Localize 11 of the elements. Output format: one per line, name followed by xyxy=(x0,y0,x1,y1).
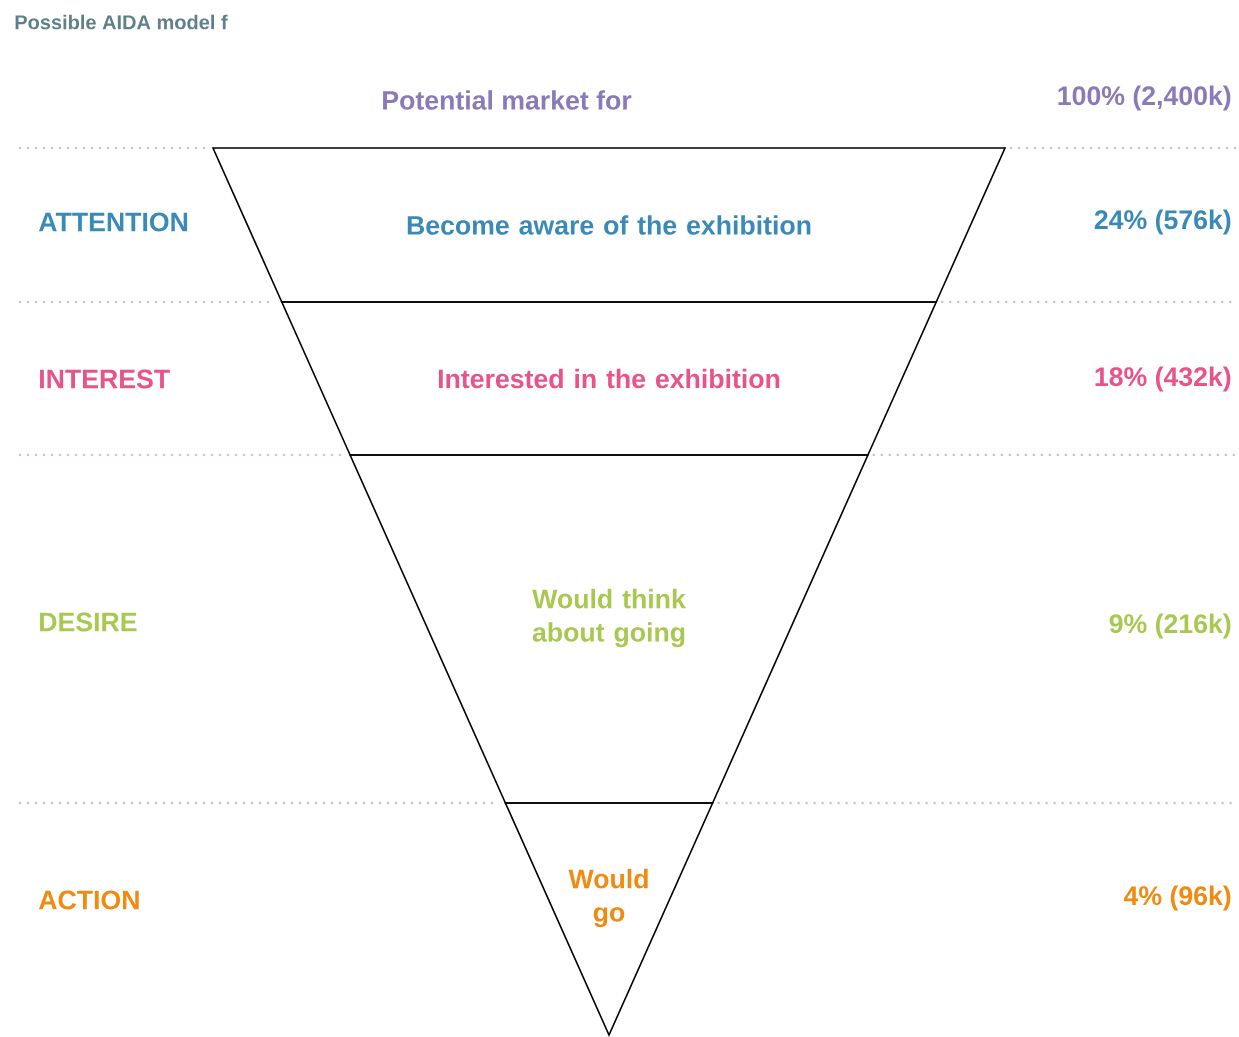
label: Potential market for xyxy=(383,90,632,110)
title: Possible AIDA model f xyxy=(15,14,228,30)
label: 18% (432k) xyxy=(1095,366,1231,392)
label: 4% (96k) xyxy=(1123,885,1231,911)
label: ACTION xyxy=(38,890,139,910)
label: 9% (216k) xyxy=(1109,613,1231,639)
label: DESIRE xyxy=(40,612,137,632)
label: 100% (2,400k) xyxy=(1058,85,1231,111)
label: INTEREST xyxy=(40,369,170,389)
label: 24% (576k) xyxy=(1094,209,1231,235)
label: ATTENTION xyxy=(38,212,188,232)
